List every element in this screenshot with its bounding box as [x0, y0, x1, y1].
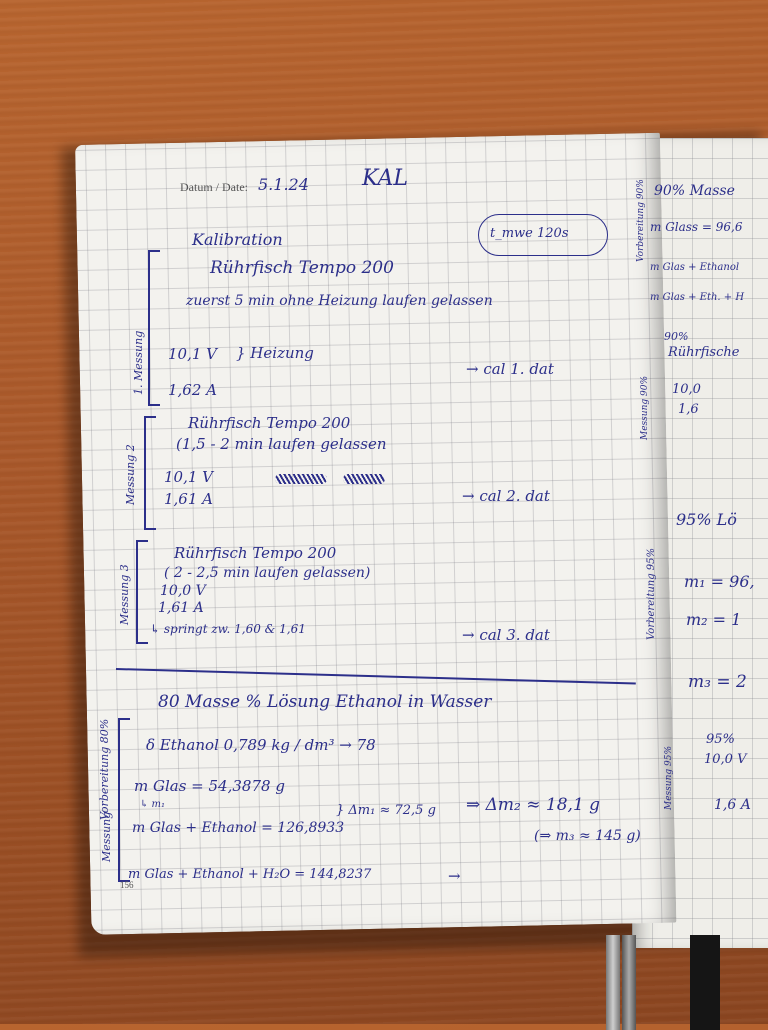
crossed-out-scribble-1 [275, 474, 327, 484]
delta-m2: ⇒ Δm₂ ≈ 18,1 g [466, 795, 601, 815]
m1-line1: Rührfisch Tempo 200 [210, 258, 394, 278]
right-r1: 90% [664, 330, 689, 343]
m2-voltage: 10,1 V [164, 468, 213, 486]
m1-label: ↳ m₁ [140, 799, 166, 810]
right-s4: m₃ = 2 [688, 672, 747, 692]
solution-title: 80 Masse % Lösung Ethanol in Wasser [158, 692, 492, 712]
right-s1: 95% Lö [676, 510, 737, 529]
time-box-text: t_mwe 120s [490, 226, 569, 241]
kalibration-heading: Kalibration [192, 230, 283, 249]
delta-m1: } Δm₁ ≈ 72,5 g [336, 803, 436, 818]
right-t1: 95% [706, 732, 735, 747]
m-glas-ethanol-h2o: m Glas + Ethanol + H₂O = 144,8237 [128, 867, 372, 882]
m3-file: → cal 3. dat [462, 626, 550, 644]
bookmark-ribbon-dark-grey [622, 935, 636, 1030]
prep-80-bracket [118, 718, 130, 882]
right-t3: 1,6 A [714, 797, 751, 813]
messung-side-label: Messung [100, 811, 113, 862]
m2-line1: Rührfisch Tempo 200 [188, 414, 351, 432]
m1-file: → cal 1. dat [466, 360, 554, 378]
notebook-elastic-band [690, 935, 720, 1030]
measurement-1-side-label: 1. Messung [132, 330, 145, 395]
right-s2: m₁ = 96, [684, 572, 755, 591]
m3-current: 1,61 A [158, 600, 204, 616]
trailing-arrow: → [448, 867, 461, 885]
m-glas-ethanol: m Glas + Ethanol = 126,8933 [132, 820, 345, 836]
time-box-oval [478, 214, 608, 256]
measurement-2-side-label: Messung 2 [124, 444, 137, 505]
page-title: KAL [362, 166, 409, 191]
ethanol-density: δ Ethanol 0,789 kg / dm³ → 78 [146, 736, 376, 754]
m3-estimate: (⇒ m₃ ≈ 145 g) [534, 828, 641, 844]
right-line2: m Glass = 96,6 [650, 220, 743, 234]
right-s3: m₂ = 1 [686, 610, 742, 629]
page-number: 156 [120, 880, 134, 890]
m3-line1: Rührfisch Tempo 200 [174, 544, 337, 562]
right-line4: m Glas + Eth. + H [650, 292, 745, 303]
measurement-1-bracket [148, 250, 160, 406]
right-r4: 1,6 [678, 402, 699, 417]
date-label: Datum / Date: [180, 180, 248, 194]
right-line3: m Glas + Ethanol [650, 262, 740, 273]
measurement-2-bracket [144, 416, 156, 530]
m3-line2: ( 2 - 2,5 min laufen gelassen) [164, 565, 371, 581]
m3-note: ↳ springt zw. 1,60 & 1,61 [150, 622, 306, 636]
right-r3: 10,0 [672, 382, 701, 397]
right-prep-90-label: Vorbereitung 90% [636, 179, 646, 262]
m2-line2: (1,5 - 2 min laufen gelassen [176, 435, 387, 453]
right-messung-95-label: Messung 95% [664, 746, 674, 810]
right-t2: 10,0 V [704, 752, 747, 767]
right-line1: 90% Masse [654, 183, 735, 199]
m2-file: → cal 2. dat [462, 487, 550, 505]
right-r2: Rührfische [668, 345, 740, 360]
bookmark-ribbon-grey [606, 935, 620, 1030]
prep-80-side-label: Vorbereitung 80% [98, 718, 111, 820]
date-value: 5.1.24 [258, 175, 309, 194]
measurement-3-bracket [136, 540, 148, 644]
m2-current: 1,61 A [164, 490, 213, 508]
measurement-3-side-label: Messung 3 [118, 564, 131, 625]
m1-current: 1,62 A [168, 381, 217, 399]
m1-line2: zuerst 5 min ohne Heizung laufen gelasse… [186, 293, 493, 309]
right-prep-95-label: Vorbereitung 95% [646, 547, 657, 640]
m-glas: m Glas = 54,3878 g [134, 777, 285, 795]
m1-voltage: 10,1 V [168, 345, 217, 363]
right-messung-90-label: Messung 90% [640, 376, 650, 440]
m1-heizung-brace: } Heizung [236, 344, 314, 362]
m3-voltage: 10,0 V [160, 583, 206, 599]
crossed-out-scribble-2 [343, 474, 385, 484]
